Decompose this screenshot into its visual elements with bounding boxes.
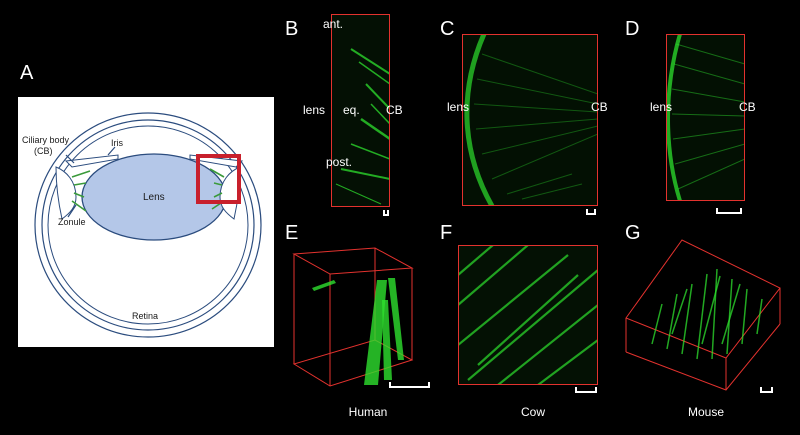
panel-d-cb: CB — [739, 100, 756, 114]
panel-letter-d: D — [625, 18, 640, 40]
panel-b-fibers — [331, 14, 390, 207]
panel-letter-b: B — [285, 18, 299, 40]
iris-label: Iris — [111, 138, 123, 148]
lens-label: Lens — [143, 192, 165, 203]
panel-e-render — [292, 247, 414, 387]
panel-e-scalebar — [389, 382, 430, 388]
panel-b-post: post. — [326, 155, 353, 169]
panel-d-image — [666, 34, 745, 201]
panel-g-image — [622, 234, 782, 392]
panel-c-fibers — [462, 34, 598, 206]
panel-d-scalebar — [716, 208, 742, 214]
ciliary-body-label: Ciliary body — [22, 135, 70, 145]
caption-human: Human — [348, 405, 388, 419]
panel-letter-c: C — [440, 18, 455, 40]
highlight-box — [196, 154, 241, 204]
panel-letter-f: F — [440, 222, 453, 244]
panel-d-fibers — [666, 34, 745, 201]
panel-letter-a: A — [20, 62, 34, 84]
panel-g-scalebar — [760, 387, 773, 393]
panel-letter-g: G — [625, 222, 641, 244]
eye-diagram: Ciliary body (CB) Iris Lens Zonule Retin… — [18, 97, 274, 347]
panel-b-eq: eq. — [343, 103, 360, 117]
panel-f-scalebar — [575, 387, 597, 393]
panel-f-render — [458, 245, 598, 385]
panel-f-image — [458, 245, 598, 385]
panel-b-ant: ant. — [323, 17, 344, 31]
panel-letter-e: E — [285, 222, 299, 244]
eye-diagram-drawing — [34, 112, 262, 338]
panel-d-lens: lens — [650, 100, 673, 114]
panel-c-scalebar — [586, 209, 596, 215]
panel-c-lens: lens — [447, 100, 470, 114]
panel-c-image — [462, 34, 598, 206]
panel-b-lens: lens — [303, 103, 326, 117]
panel-c-cb: CB — [591, 100, 608, 114]
caption-mouse: Mouse — [687, 405, 725, 419]
panel-e-image — [292, 240, 430, 390]
retina-label: Retina — [132, 311, 159, 321]
panel-b-cb: CB — [386, 103, 403, 117]
zonule-label: Zonule — [58, 217, 86, 227]
ciliary-body-abbrev: (CB) — [34, 146, 53, 156]
panel-g-render — [625, 239, 781, 391]
panel-b-image — [331, 14, 390, 207]
caption-cow: Cow — [520, 405, 545, 419]
panel-b-scalebar — [383, 210, 389, 216]
